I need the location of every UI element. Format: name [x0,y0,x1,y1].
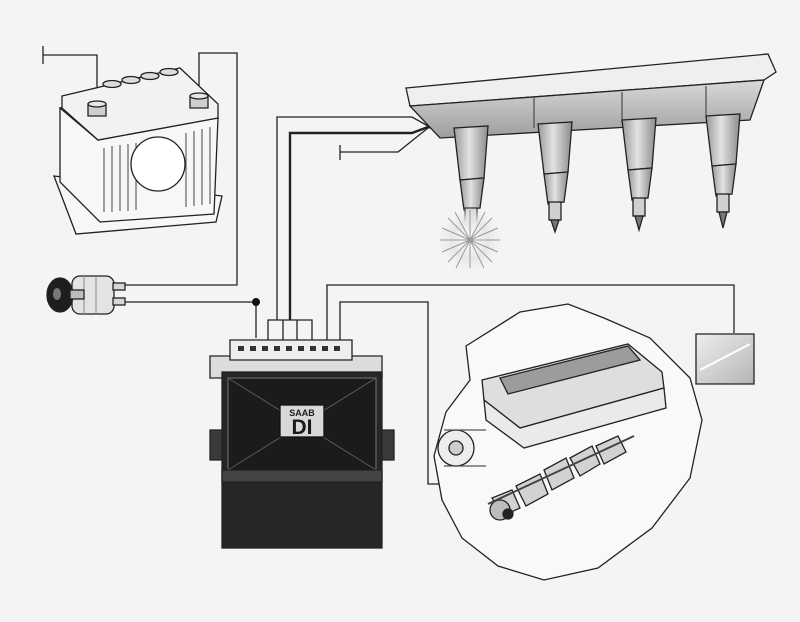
coil-feed-wire-2 [288,125,429,320]
spark-icon [440,210,500,269]
battery-cell-cap [121,75,141,85]
coil-ground-wire [340,127,429,153]
ecu-badge [279,404,325,438]
brand-main-text: DI [292,416,313,439]
key-blade [69,289,85,300]
switch-pin [112,297,126,306]
battery-cell-cap [102,79,122,89]
brand-top-text: SAAB [289,408,315,418]
wire-junction [252,298,260,306]
battery-label-disc [130,136,186,192]
battery-lid [61,67,219,141]
coil-feed-wire-1 [276,116,429,320]
crankshaft [487,435,635,521]
ecu-connector-bracket [267,319,313,340]
coil-4 [705,113,741,229]
sensor-wire [326,284,735,340]
cassette-top-rail [405,53,777,107]
battery-cell-cap [140,71,160,81]
ignition-cassette [405,53,777,238]
coil-2 [537,121,573,235]
crank-sensor [502,508,514,520]
cam-cover-side [483,387,667,449]
cam-cover-top [499,345,642,395]
battery-positive-lead [118,52,238,286]
battery [53,67,223,235]
ignition-switch [46,275,126,315]
ecu-module [209,339,395,549]
sensor-box [695,333,755,385]
battery-cell-cap [159,67,179,77]
engine [433,303,703,581]
coil-3 [621,117,657,233]
cassette-housing [408,79,765,139]
switch-pin [112,282,126,291]
